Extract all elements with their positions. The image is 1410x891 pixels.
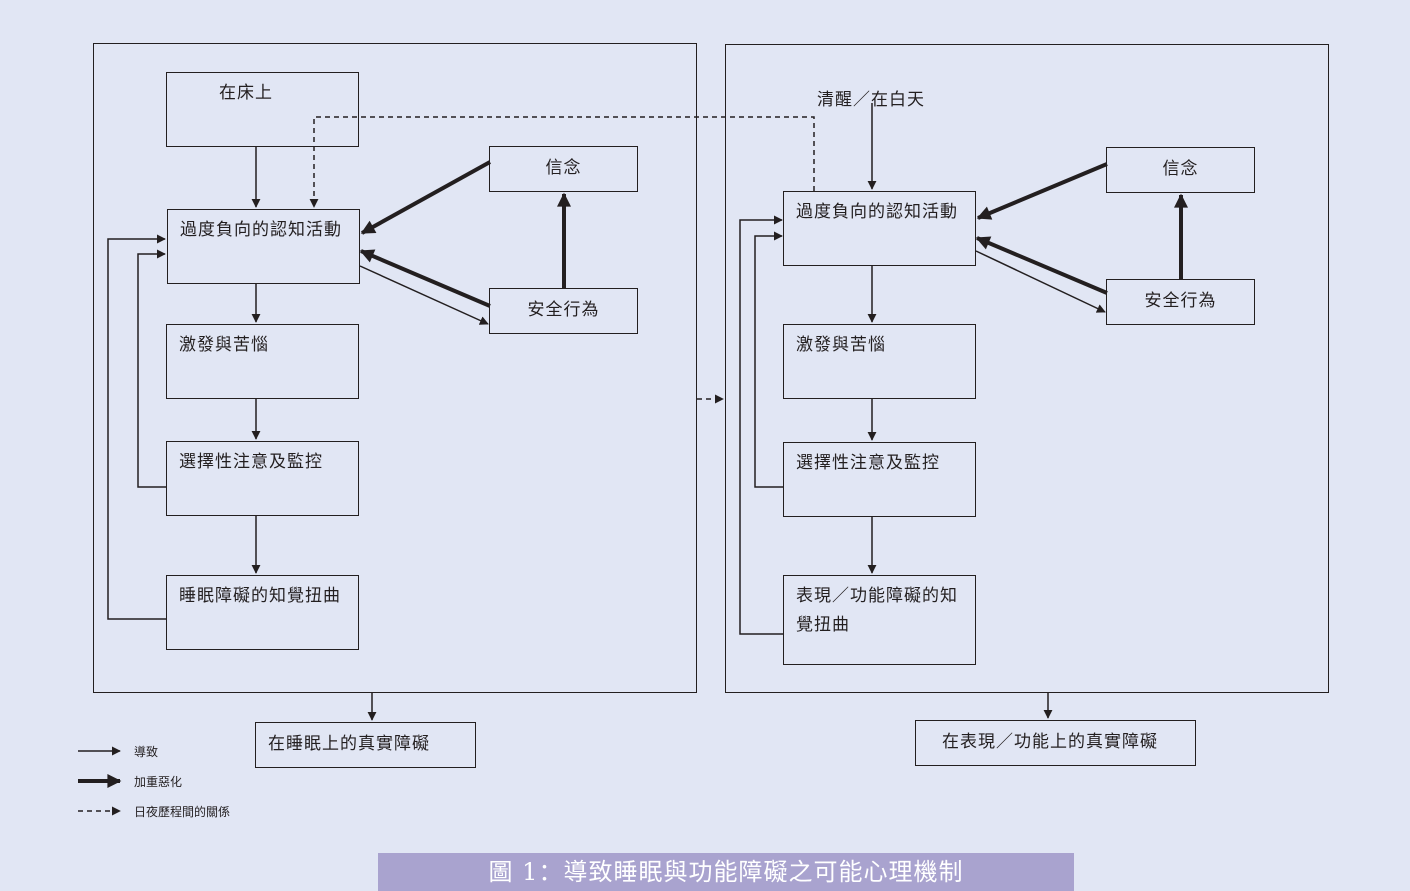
node-arousal-right-label: 激發與苦惱: [796, 335, 886, 355]
feedback-attention-to-cognitive-left: [137, 249, 166, 488]
node-cognitive-activity-left: 過度負向的認知活動: [167, 209, 360, 284]
node-arousal-right: 激發與苦惱: [783, 324, 976, 399]
left-panel-frame: [93, 43, 697, 693]
arrow-cognitive-to-safety-left: [359, 265, 489, 325]
thick-safety-to-cognitive-right: [975, 236, 1108, 295]
node-attention-right: 選擇性注意及監控: [783, 442, 976, 517]
node-outcome-left: 在睡眠上的真實障礙: [255, 722, 476, 768]
node-beliefs-right-label: 信念: [1162, 159, 1199, 179]
feedback-perception-to-cognitive-left: [107, 234, 166, 620]
node-outcome-right-label: 在表現／功能上的真實障礙: [942, 732, 1158, 752]
legend-exacerbates-label: 加重惡化: [134, 775, 183, 789]
node-in-bed: 在床上: [166, 72, 359, 147]
feedback-perception-to-cognitive-right: [739, 215, 783, 635]
node-attention-left: 選擇性注意及監控: [166, 441, 359, 516]
node-beliefs-right: 信念: [1106, 147, 1255, 193]
thick-beliefs-to-cognitive-left: [360, 160, 491, 235]
node-perception-right: 表現／功能障礙的知覺扭曲: [783, 575, 976, 665]
dashed-day-night-link: [309, 116, 815, 208]
label-awake-daytime: 清醒／在白天: [817, 90, 925, 110]
node-arousal-left: 激發與苦惱: [166, 324, 359, 399]
thick-safety-to-cognitive-left: [359, 249, 491, 308]
node-safety-right: 安全行為: [1106, 279, 1255, 325]
arrow-cognitive-to-safety-right: [975, 250, 1106, 313]
right-panel-frame: [725, 44, 1329, 693]
node-outcome-right: 在表現／功能上的真實障礙: [915, 720, 1196, 766]
feedback-attention-to-cognitive-right: [754, 231, 783, 488]
node-arousal-left-label: 激發與苦惱: [179, 335, 269, 355]
thick-beliefs-to-cognitive-right: [976, 162, 1108, 220]
node-outcome-left-label: 在睡眠上的真實障礙: [268, 734, 430, 754]
node-safety-left-label: 安全行為: [527, 300, 600, 320]
node-cognitive-activity-right: 過度負向的認知活動: [783, 191, 976, 266]
node-beliefs-left: 信念: [489, 146, 638, 192]
node-safety-right-label: 安全行為: [1144, 291, 1217, 311]
node-beliefs-left-label: 信念: [545, 158, 582, 178]
node-cognitive-activity-left-label: 過度負向的認知活動: [180, 220, 342, 240]
node-perception-left: 睡眠障礙的知覺扭曲: [166, 575, 359, 650]
node-safety-left: 安全行為: [489, 288, 638, 334]
node-perception-left-label: 睡眠障礙的知覺扭曲: [179, 586, 341, 606]
node-attention-left-label: 選擇性注意及監控: [179, 452, 323, 472]
legend-day-night-label: 日夜歷程間的關係: [134, 805, 231, 819]
figure-caption: 圖 1：導致睡眠與功能障礙之可能心理機制: [378, 853, 1074, 891]
node-perception-right-label: 表現／功能障礙的知覺扭曲: [796, 586, 958, 635]
node-cognitive-activity-right-label: 過度負向的認知活動: [796, 202, 958, 222]
legend-leads-to-label: 導致: [134, 745, 159, 759]
node-in-bed-label: 在床上: [219, 83, 273, 103]
node-attention-right-label: 選擇性注意及監控: [796, 453, 940, 473]
